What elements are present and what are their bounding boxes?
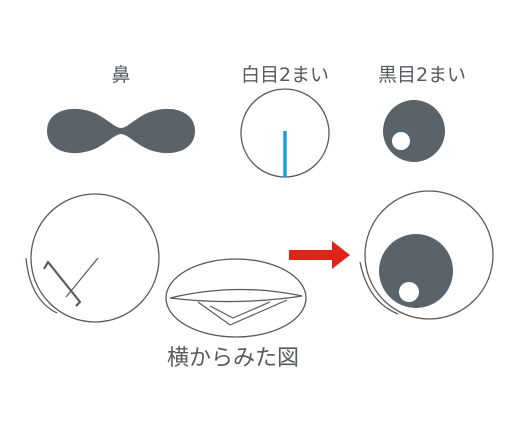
label-side-view: 横からみた図: [166, 346, 299, 371]
left-assembly-rim: [25, 257, 58, 314]
nose-shape: [47, 108, 195, 154]
black-eye-highlight: [392, 132, 410, 150]
label-white-eye: 白目2まい: [240, 64, 330, 86]
side-view-cone-body: [197, 299, 288, 326]
side-view-cone-top: [169, 288, 303, 303]
side-view-ellipse: [165, 258, 307, 338]
label-black-eye: 黒目2まい: [377, 64, 467, 86]
right-assembly-circle: [364, 190, 494, 320]
left-assembly-circle: [30, 193, 160, 323]
right-assembly-black-eye: [379, 234, 453, 308]
right-assembly-highlight: [399, 282, 419, 302]
black-eye-circle: [383, 100, 445, 162]
label-nose: 鼻: [111, 64, 131, 86]
left-assembly-fold-tab: [43, 260, 82, 307]
arrow-right: [289, 241, 350, 269]
right-assembly-rim: [359, 261, 399, 315]
